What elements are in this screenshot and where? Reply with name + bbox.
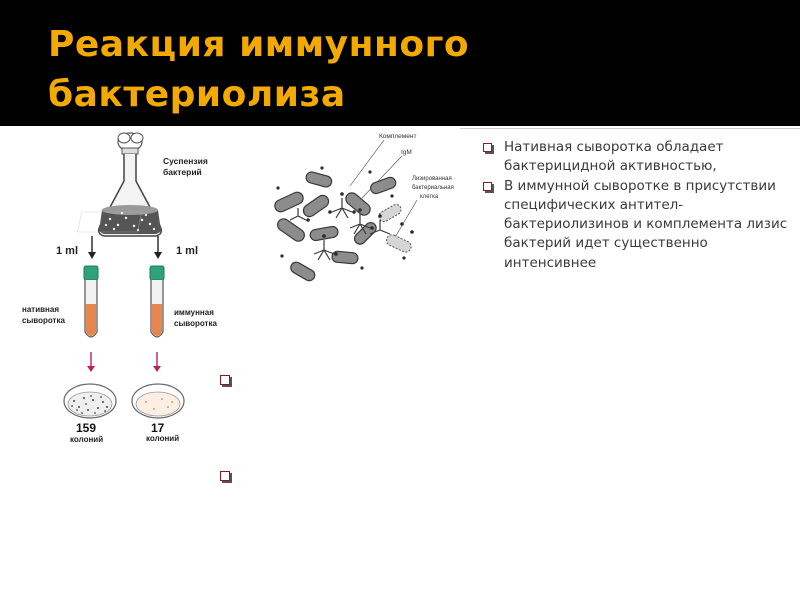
square-bullet-icon [483, 143, 492, 152]
bullet-text: Нативная сыворотка обладает бактерицидно… [504, 139, 724, 175]
petri-dish-native-icon [63, 383, 117, 419]
square-bullet-icon [483, 181, 492, 191]
volume-label-left: 1 ml [56, 245, 78, 257]
colonies-label-right: колоний [146, 434, 179, 443]
bacteriolysis-experiment-figure: Суспензия бактерий 1 ml 1 ml нативная сы… [22, 132, 217, 444]
text-divider [460, 128, 800, 129]
count-left: 159 [76, 421, 96, 435]
slide-title: Реакция иммунного бактериолиза [48, 20, 469, 120]
bullet-item: Нативная сыворотка обладает бактерицидно… [482, 138, 792, 177]
volume-label-right: 1 ml [176, 245, 198, 257]
test-tube-native-icon [83, 265, 99, 338]
colonies-label-left: колоний [70, 435, 103, 444]
flask-label-2: бактерий [163, 167, 202, 177]
lysed-cell-label-3: клетка [420, 194, 439, 200]
petri-dish-immune-icon [131, 383, 185, 419]
tube-left-label-2: сыворотка [22, 316, 65, 325]
title-line-2: бактериолиза [48, 74, 346, 115]
tube-right-label-2: сыворотка [174, 319, 217, 328]
empty-bullet-icon [220, 375, 230, 385]
bacteria-cells [274, 171, 397, 282]
plating-arrows [87, 352, 161, 372]
title-bar: Реакция иммунного бактериолиза [0, 0, 800, 126]
flask-arrows [88, 236, 162, 259]
bullet-list: Нативная сыворотка обладает бактерицидно… [482, 138, 792, 273]
count-right: 17 [151, 421, 165, 435]
tube-left-label-1: нативная [22, 305, 59, 314]
lysed-cell-label-1: Лизированная [412, 176, 452, 182]
test-tube-immune-icon [149, 265, 165, 338]
lysed-bacteria-cells [378, 204, 412, 253]
bullet-item: В иммунной сыворотке в присутствии специ… [482, 177, 792, 273]
complement-dots [276, 166, 414, 270]
igm-label: IgM [401, 149, 412, 156]
lysis-mechanism-figure: Комплемент IgM Лизированная бактериальна… [274, 133, 454, 282]
empty-bullet-icon [220, 471, 230, 481]
tube-right-label-1: иммунная [174, 308, 214, 317]
bullet-text: В иммунной сыворотке в присутствии специ… [504, 177, 788, 271]
complement-label: Комплемент [379, 133, 416, 140]
igm-antibodies [289, 198, 391, 261]
flask-label-1: Суспензия [163, 156, 208, 166]
lysed-cell-label-2: бактериальная [412, 185, 454, 191]
flask-icon [77, 132, 163, 237]
title-line-1: Реакция иммунного [48, 24, 470, 65]
